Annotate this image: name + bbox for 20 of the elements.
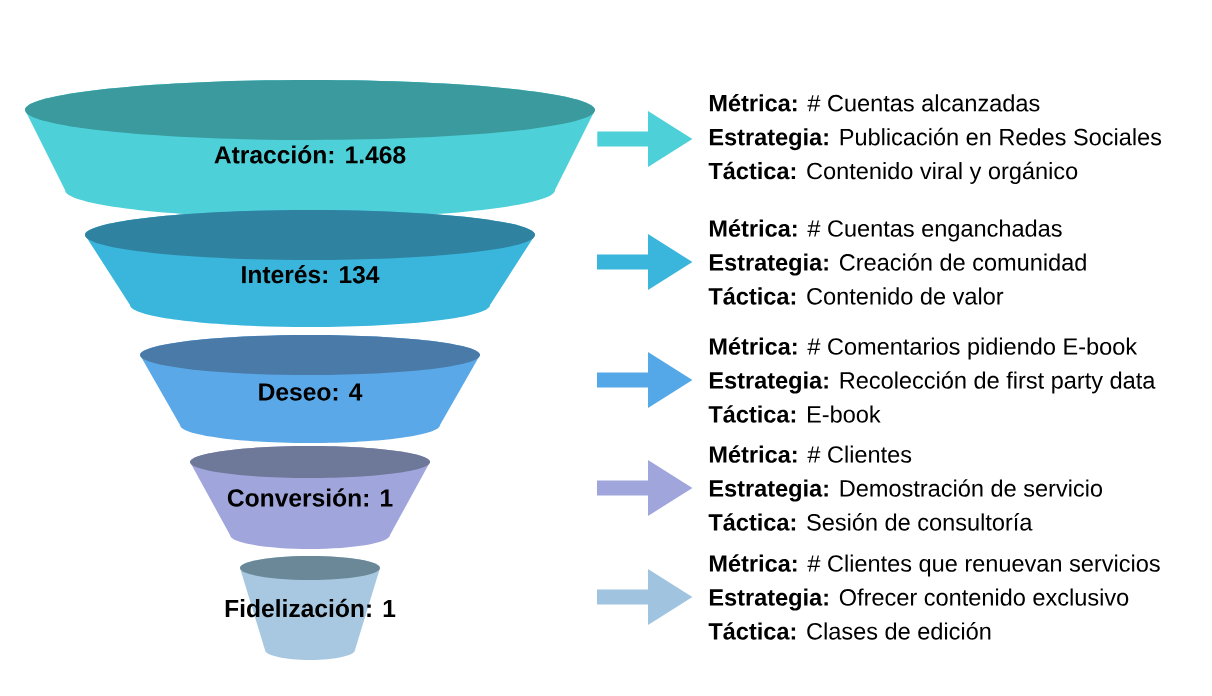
text-line: Estrategia: Ofrecer contenido exclusivo <box>709 588 1129 611</box>
text-line: Táctica: Contenido viral y orgánico <box>708 161 1078 184</box>
text-line: Táctica: Clases de edición <box>708 622 991 640</box>
funnel-segment: Fidelización: 1 <box>225 556 396 660</box>
text-line: Estrategia: Demostración de servicio <box>709 479 1102 502</box>
funnel-segment: Atracción: 1.468 <box>25 80 595 218</box>
text-line: Táctica: E-book <box>708 405 881 423</box>
funnel-segment: Interés: 134 <box>85 210 535 327</box>
text-line: Estrategia: Recolección de first party data <box>709 371 1156 394</box>
text-line: Métrica: # Cuentas enganchadas <box>709 219 1062 242</box>
text-line: Métrica: # Clientes <box>709 445 912 463</box>
text-line: Táctica: Contenido de valor <box>708 287 1004 305</box>
text-line: Táctica: Sesión de consultoría <box>708 513 1033 531</box>
text-line: Métrica: # Cuentas alcanzadas <box>709 94 1040 112</box>
text-line: Estrategia: Creación de comunidad <box>709 253 1086 276</box>
text-line: Métrica: # Clientes que renuevan servicios <box>709 554 1160 577</box>
funnel-segment: Conversión: 1 <box>190 446 430 549</box>
text-line: Estrategia: Publicación en Redes Sociales <box>709 127 1162 151</box>
funnel-segment: Deseo: 4 <box>140 335 480 443</box>
text-line: Métrica: # Comentarios pidiendo E-book <box>709 337 1138 360</box>
